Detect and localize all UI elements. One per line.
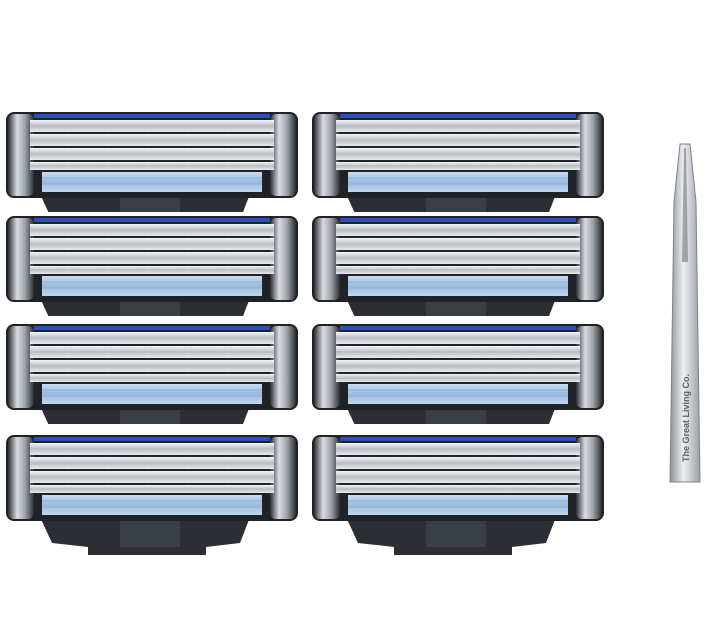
razor-cartridge-5: [5, 323, 299, 424]
razor-cartridge-3: [5, 215, 299, 316]
razor-cartridge-8: [311, 434, 605, 556]
razor-cartridge-1: [5, 111, 299, 212]
tweezers: The Great Living Co.: [669, 143, 701, 483]
razor-cartridge-2: [311, 111, 605, 212]
razor-cartridge-4: [311, 215, 605, 316]
razor-cartridge-6: [311, 323, 605, 424]
razor-cartridge-7: [5, 434, 299, 556]
tweezers-engraving: The Great Living Co.: [681, 374, 691, 462]
